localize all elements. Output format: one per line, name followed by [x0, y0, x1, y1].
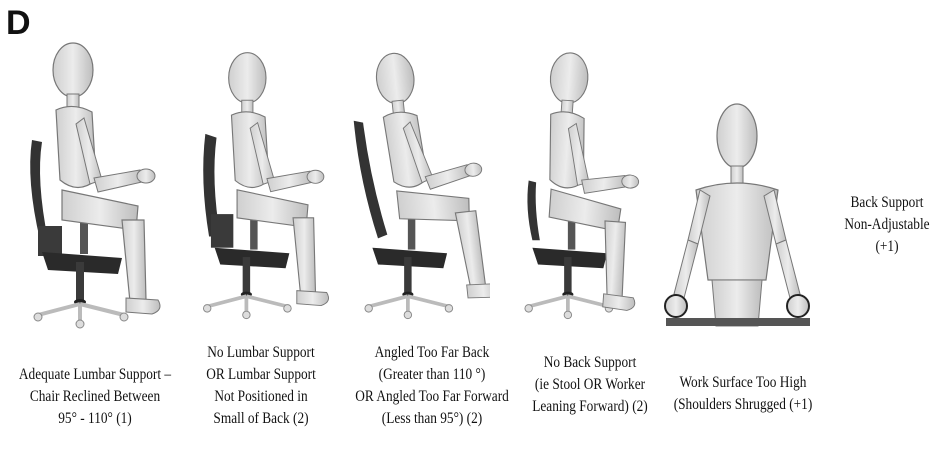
figure-adequate-lumbar: [18, 30, 168, 345]
caption-angled: Angled Too Far Back (Greater than 110 °)…: [346, 342, 518, 430]
mannequin-front-icon: [665, 104, 809, 326]
figure-angled: [350, 30, 490, 345]
mannequin-icon: [535, 52, 650, 311]
caption-no-back: No Back Support (ie Stool OR Worker Lean…: [521, 352, 659, 418]
figure-no-lumbar: [196, 30, 336, 345]
figure-work-surface: [662, 30, 812, 345]
mannequin-icon: [53, 43, 160, 314]
work-surface-icon: [666, 318, 810, 326]
side-note: Back Support Non-Adjustable (+1): [838, 192, 936, 258]
figure-no-back: [510, 30, 650, 345]
caption-adequate-lumbar: Adequate Lumbar Support – Chair Reclined…: [13, 364, 176, 430]
caption-work-surface: Work Surface Too High (Shoulders Shrugge…: [661, 372, 824, 416]
caption-no-lumbar: No Lumbar Support OR Lumbar Support Not …: [197, 342, 326, 430]
